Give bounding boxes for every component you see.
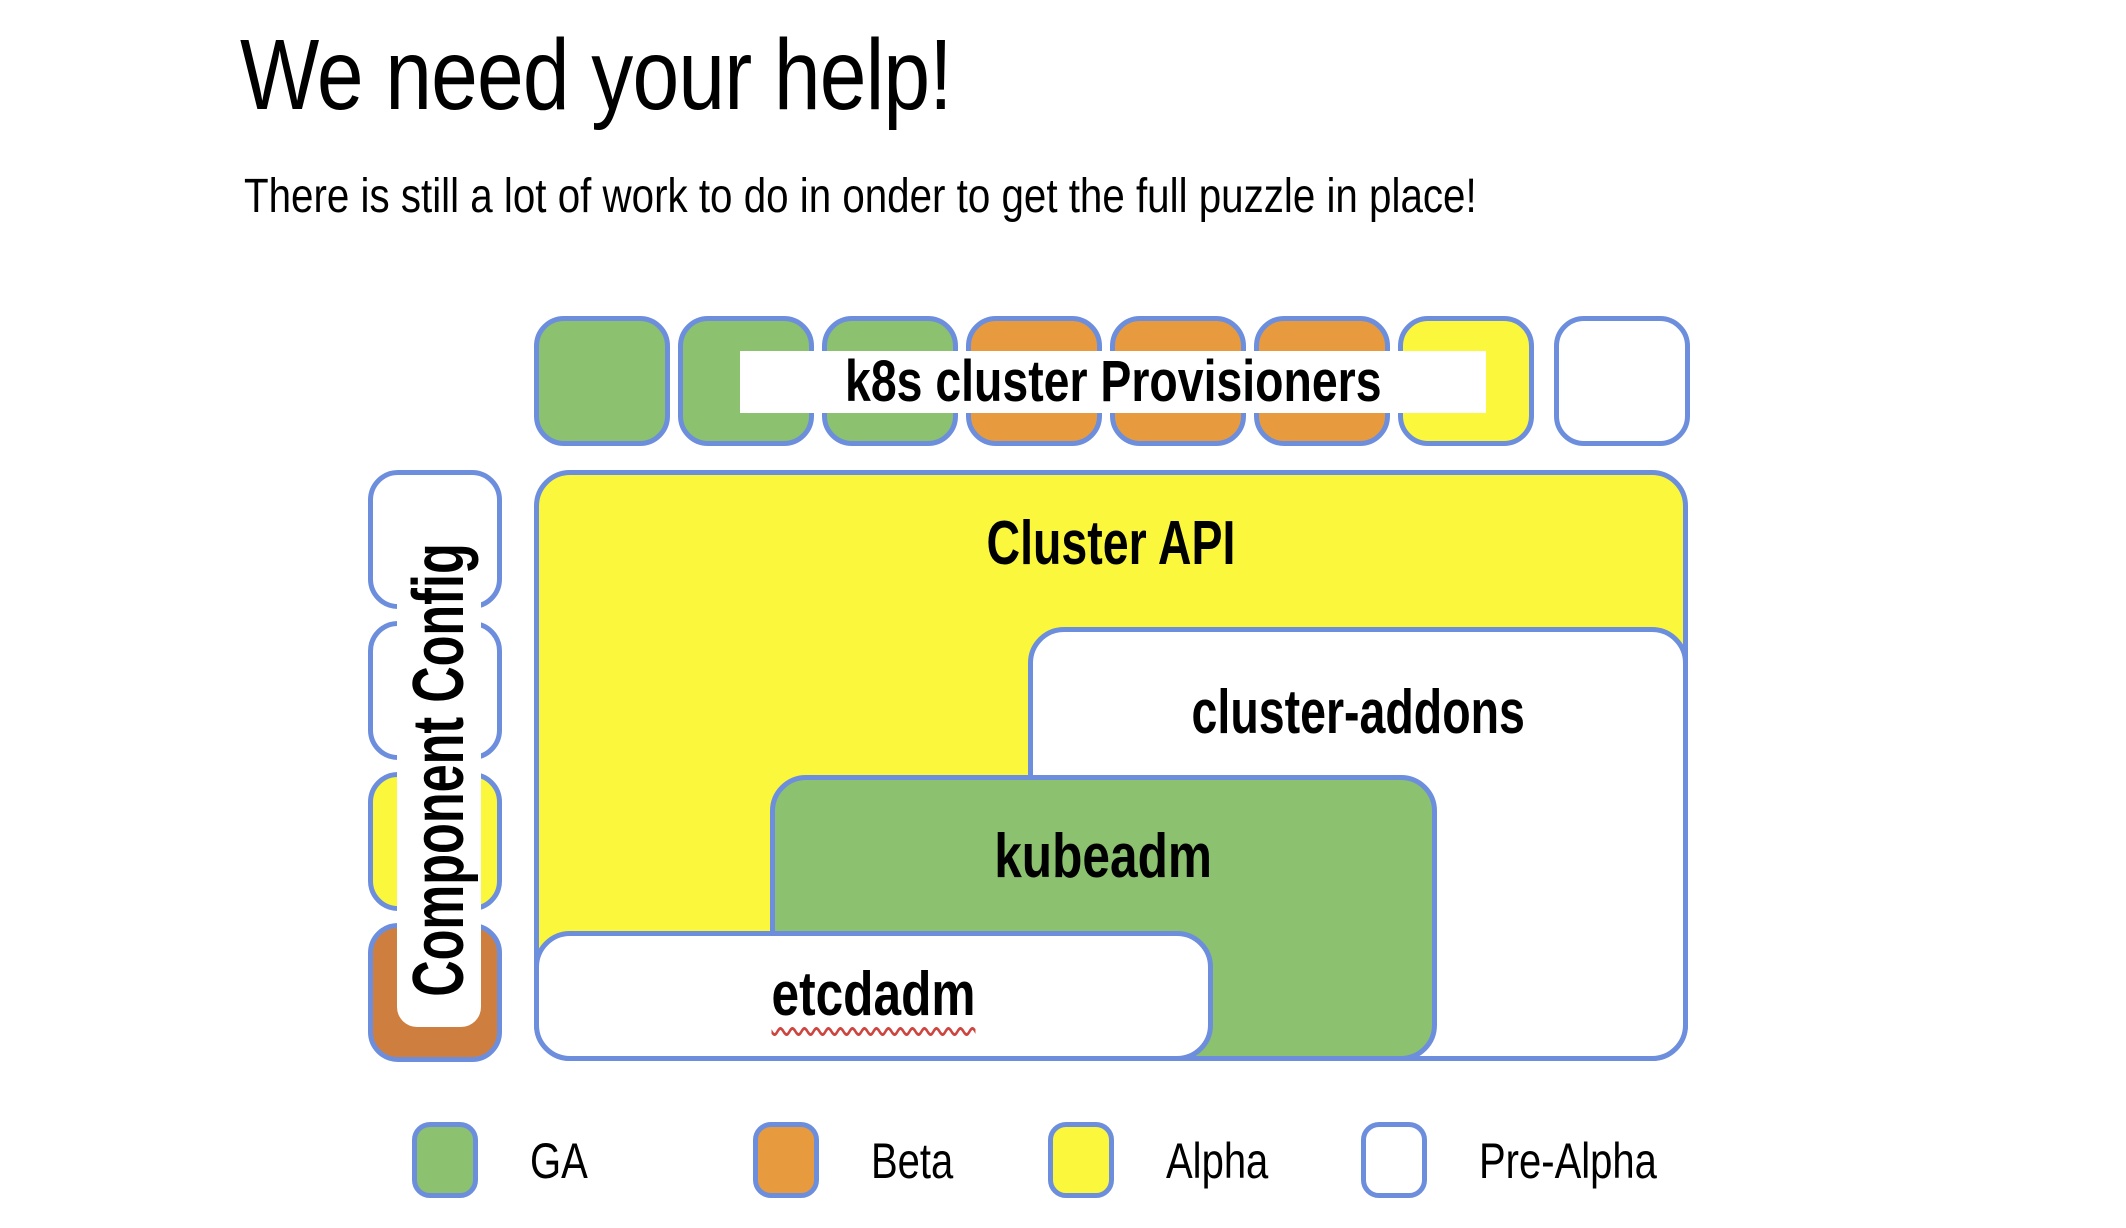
legend-label-alpha: Alpha: [1166, 1136, 1294, 1186]
provisioner-piece-pre-alpha: [1554, 316, 1690, 446]
etcdadm-label: etcdadm: [771, 960, 976, 1029]
provisioners-label-strip: k8s cluster Provisioners: [740, 351, 1486, 413]
cluster-addons-label-row: cluster-addons: [1033, 682, 1683, 744]
page-title-text: We need your help!: [240, 19, 953, 131]
kubeadm-label: kubeadm: [994, 822, 1213, 891]
component-config-label: Component Config: [399, 543, 480, 997]
legend-swatch-pre-alpha: [1361, 1122, 1427, 1198]
page-title: We need your help!: [240, 18, 1087, 133]
cluster-api-label-row: Cluster API: [539, 513, 1683, 575]
provisioners-label: k8s cluster Provisioners: [844, 349, 1382, 414]
legend-label-pre-alpha-text: Pre-Alpha: [1479, 1133, 1657, 1189]
etcdadm-label-row: etcdadm: [539, 964, 1208, 1026]
cluster-api-label: Cluster API: [986, 509, 1236, 578]
legend-label-ga: GA: [530, 1136, 602, 1186]
page-subtitle-text: There is still a lot of work to do in on…: [244, 170, 1477, 223]
etcdadm-block: etcdadm: [534, 931, 1213, 1061]
cluster-addons-label: cluster-addons: [1191, 678, 1525, 747]
legend-label-beta-text: Beta: [871, 1133, 954, 1189]
legend-swatch-alpha: [1048, 1122, 1114, 1198]
legend-label-beta: Beta: [871, 1136, 974, 1186]
legend-swatch-ga: [412, 1122, 478, 1198]
kubeadm-label-row: kubeadm: [775, 826, 1432, 888]
legend-swatch-beta: [753, 1122, 819, 1198]
legend-label-ga-text: GA: [530, 1133, 588, 1189]
page-subtitle: There is still a lot of work to do in on…: [244, 168, 1711, 226]
legend-label-pre-alpha: Pre-Alpha: [1479, 1136, 1701, 1186]
provisioner-piece-ga: [534, 316, 670, 446]
component-config-label-box: Component Config: [397, 513, 481, 1027]
legend-label-alpha-text: Alpha: [1166, 1133, 1269, 1189]
